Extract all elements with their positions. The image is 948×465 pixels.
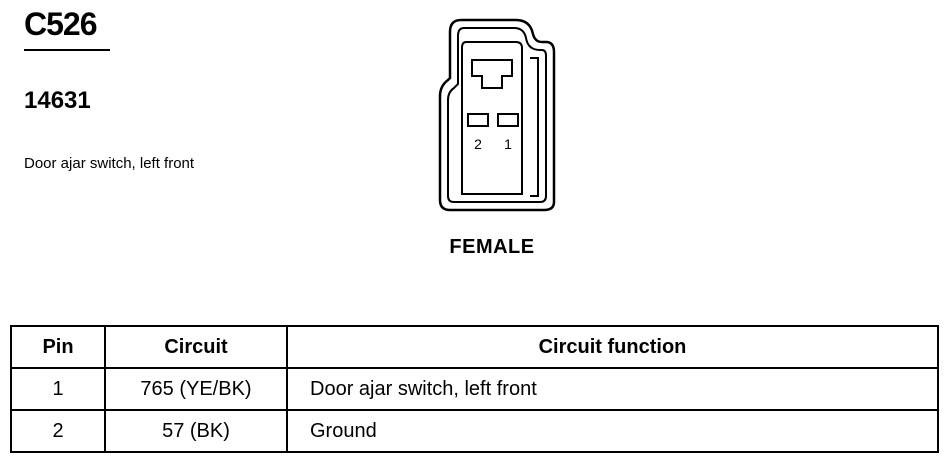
connector-description: Door ajar switch, left front xyxy=(24,155,195,172)
cell-pin: 2 xyxy=(10,409,106,453)
connector-id: C526 xyxy=(24,6,97,42)
connector-keyway xyxy=(471,59,513,89)
part-number: 14631 xyxy=(24,87,91,114)
pin-label-1: 1 xyxy=(504,136,512,152)
cell-circuit: 57 (BK) xyxy=(104,409,288,453)
cell-pin: 1 xyxy=(10,367,106,411)
cell-circuit-function: Ground xyxy=(286,409,939,453)
connector-id-underline xyxy=(24,49,110,51)
connector-mating-face xyxy=(461,41,523,195)
pin-cavity-2 xyxy=(467,113,489,127)
cell-circuit: 765 (YE/BK) xyxy=(104,367,288,411)
table-row: 1 765 (YE/BK) Door ajar switch, left fro… xyxy=(10,367,939,411)
connector-gender-label: FEMALE xyxy=(449,236,535,258)
header-circuit: Circuit xyxy=(104,325,288,369)
pin-label-2: 2 xyxy=(474,136,482,152)
connector-latch-channel xyxy=(530,57,539,197)
header-circuit-function: Circuit function xyxy=(286,325,939,369)
table-header-row: Pin Circuit Circuit function xyxy=(10,325,939,369)
connector-housing-outer xyxy=(438,18,556,212)
connector-housing-inner xyxy=(447,27,547,203)
connector-face-diagram: 2 1 xyxy=(438,18,556,212)
pin-circuit-table: Pin Circuit Circuit function 1 765 (YE/B… xyxy=(10,325,939,453)
pin-cavity-1 xyxy=(497,113,519,127)
table-row: 2 57 (BK) Ground xyxy=(10,409,939,453)
cell-circuit-function: Door ajar switch, left front xyxy=(286,367,939,411)
header-pin: Pin xyxy=(10,325,106,369)
